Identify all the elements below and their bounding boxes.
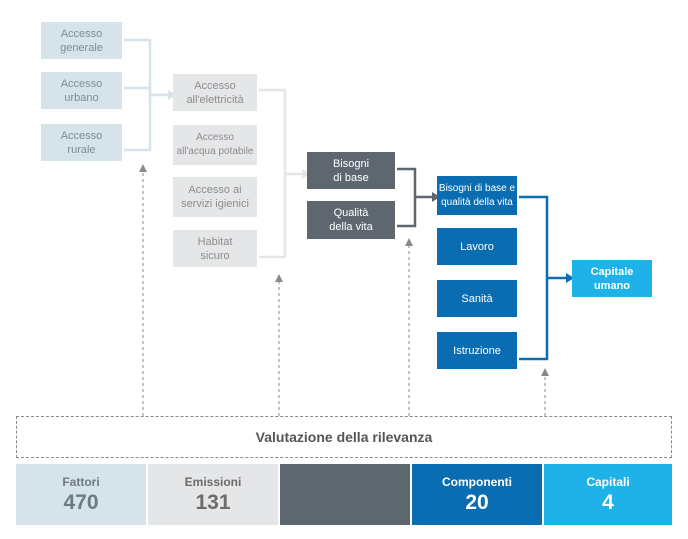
node-accesso-elettricita: Accesso all'elettricità	[173, 74, 257, 111]
category-label: Emissioni	[184, 474, 242, 489]
node-istruzione: Istruzione	[437, 332, 517, 369]
category-fattori: Fattori 470	[16, 464, 146, 525]
category-label: Componenti	[442, 474, 512, 489]
node-qualita-della-vita: Qualità della vita	[307, 201, 395, 239]
category-label: Capitali	[586, 474, 630, 489]
category-value: 470	[63, 490, 99, 514]
category-value: 20	[465, 490, 489, 514]
evaluation-label: Valutazione della rilevanza	[255, 429, 433, 445]
category-capitali: Capitali 4	[544, 464, 672, 525]
category-componenti: Componenti 20	[412, 464, 542, 525]
node-capitale-umano: Capitale umano	[572, 260, 652, 297]
node-sanita: Sanità	[437, 280, 517, 317]
node-accesso-acqua: Accesso all'acqua potabile	[173, 125, 257, 165]
node-bisogni-qualita: Bisogni di base e qualità della vita	[437, 176, 517, 215]
node-accesso-servizi-igienici: Accesso ai servizi igienici	[173, 177, 257, 217]
node-accesso-rurale: Accesso rurale	[41, 124, 122, 161]
category-value: 131	[195, 490, 231, 514]
category-empty	[280, 464, 410, 525]
node-accesso-urbano: Accesso urbano	[41, 72, 122, 109]
category-emissioni: Emissioni 131	[148, 464, 278, 525]
category-value: 4	[602, 490, 614, 514]
evaluation-bar: Valutazione della rilevanza	[16, 416, 672, 458]
category-label: Fattori	[62, 474, 100, 489]
node-lavoro: Lavoro	[437, 228, 517, 265]
node-habitat-sicuro: Habitat sicuro	[173, 230, 257, 267]
node-bisogni-di-base: Bisogni di base	[307, 152, 395, 189]
node-accesso-generale: Accesso generale	[41, 22, 122, 59]
